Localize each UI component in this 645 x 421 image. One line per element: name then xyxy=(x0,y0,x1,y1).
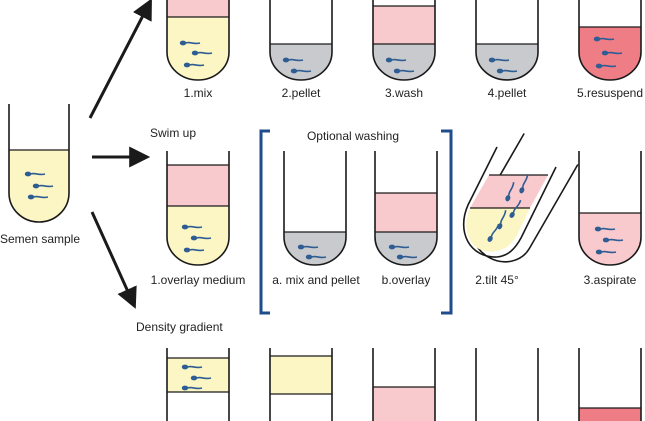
density-tube-1 xyxy=(166,348,230,421)
optional-washing-label: Optional washing xyxy=(307,129,399,143)
swim-step-label: 2.tilt 45° xyxy=(475,273,519,287)
density-tube-4 xyxy=(475,348,539,421)
wash-step-label: 5.resuspend xyxy=(577,86,643,100)
semen-sample-label: Semen sample xyxy=(0,232,80,246)
wash-step-label: 1.mix xyxy=(184,86,213,100)
optional-washing-bracket xyxy=(259,129,453,315)
wash-tube-mix xyxy=(166,0,230,81)
arrow-to-wash-row xyxy=(88,0,152,119)
density-tube-3 xyxy=(372,348,436,421)
tilt-liquid-layers xyxy=(463,146,557,258)
density-gradient-row: Density gradient xyxy=(136,320,642,421)
swim-tube-overlay-medium xyxy=(166,151,230,266)
density-gradient-label: Density gradient xyxy=(136,320,223,334)
semen-sample-tube xyxy=(8,104,70,223)
swim-tube-overlay xyxy=(374,151,438,266)
wash-tube-resuspend xyxy=(578,0,642,81)
arrows xyxy=(88,0,152,309)
swim-step-label: 1.overlay medium xyxy=(151,273,246,287)
wash-tube-wash xyxy=(372,0,436,81)
wash-step-label: 4.pellet xyxy=(488,86,527,100)
density-tube-2 xyxy=(269,348,333,421)
wash-row: 1.mix 2.pellet 3.wash 4.pellet 5.resuspe… xyxy=(166,0,643,100)
wash-step-label: 2.pellet xyxy=(282,86,321,100)
density-tube-5 xyxy=(578,348,642,421)
swim-up-label: Swim up xyxy=(150,126,196,140)
swim-step-label: b.overlay xyxy=(382,273,431,287)
swim-tube-mix-and-pellet xyxy=(283,151,347,266)
swim-tube-aspirate xyxy=(578,151,642,266)
swim-up-row: Swim up 1.overlay medium Optional washin… xyxy=(150,126,642,315)
swim-step-label: 3.aspirate xyxy=(584,273,637,287)
wash-tube-pellet xyxy=(269,0,333,81)
swim-step-label: a. mix and pellet xyxy=(272,273,360,287)
arrow-to-density-gradient xyxy=(90,211,137,309)
wash-step-label: 3.wash xyxy=(385,86,423,100)
wash-tube-pellet-2 xyxy=(475,0,539,81)
